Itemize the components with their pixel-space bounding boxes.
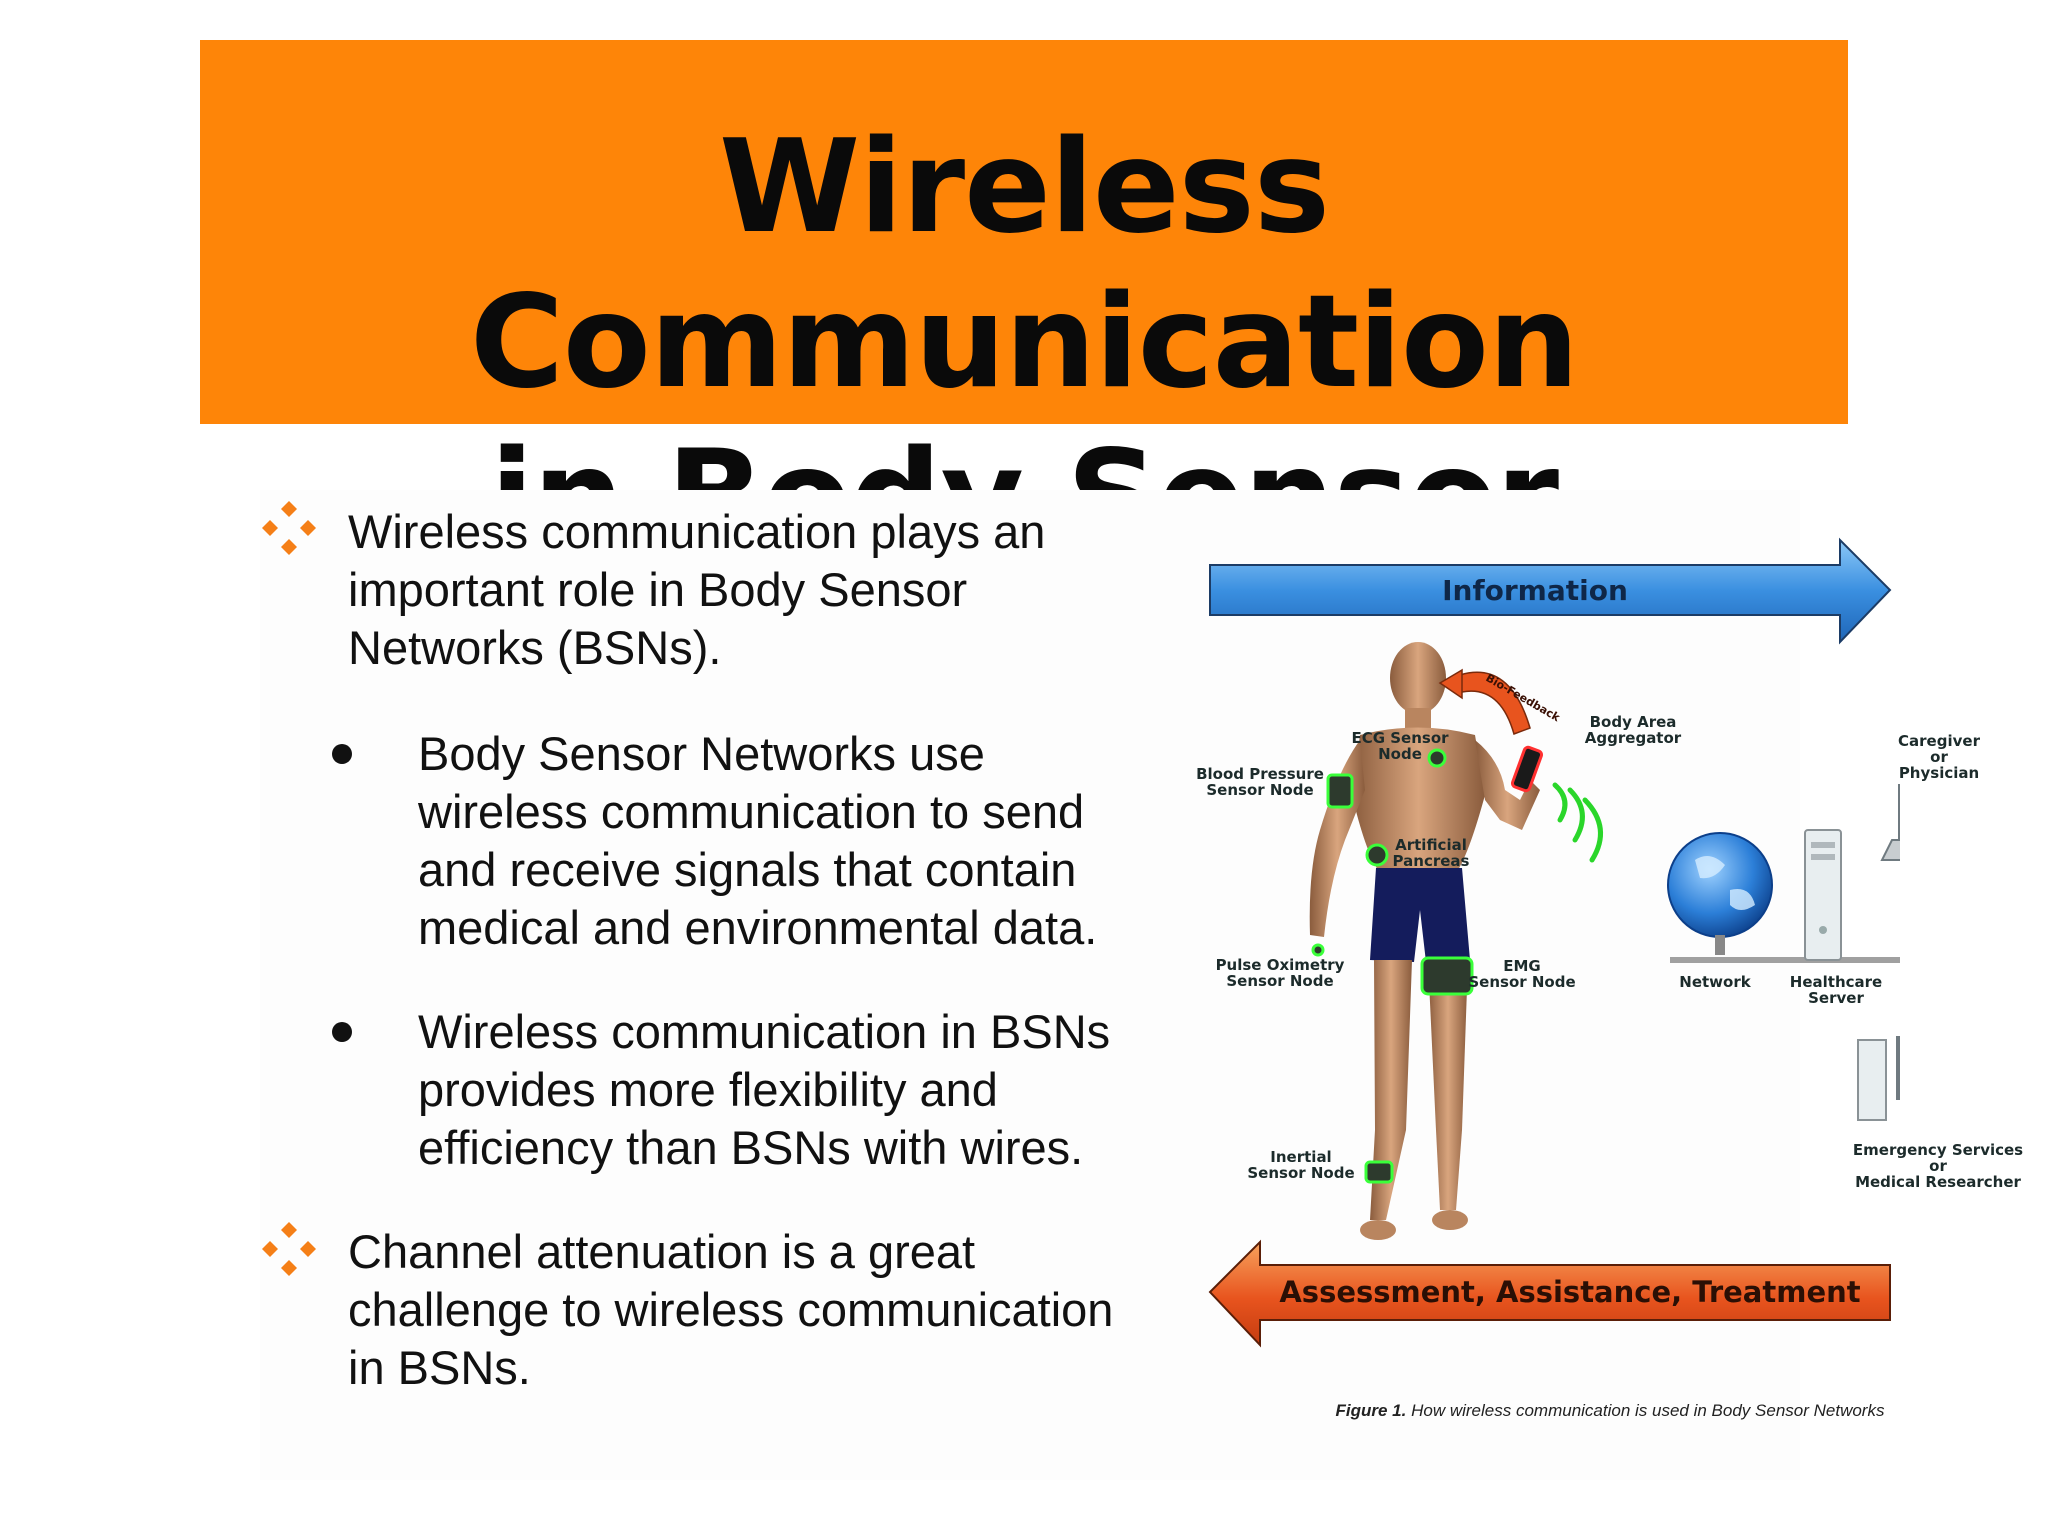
bullet-line: Wireless communication plays an <box>348 505 1046 558</box>
aggregator-device <box>1510 745 1544 793</box>
figure-caption: Figure 1. How wireless communication is … <box>1300 1400 1920 1422</box>
information-arrow <box>1209 537 1892 645</box>
bullet-line: efficiency than BSNs with wires. <box>418 1121 1084 1174</box>
sensor-nodes <box>1311 748 1474 1184</box>
label-emg-sensor: EMG Sensor Node <box>1468 957 1576 991</box>
bullet-line: medical and environmental data. <box>418 901 1098 954</box>
label-artificial-pancreas: Artificial Pancreas <box>1392 836 1470 870</box>
diamond-bullet-icon <box>262 1222 316 1276</box>
network-connections <box>1670 957 1900 963</box>
bio-feedback-arrow: Bio-Feedback <box>1438 668 1563 735</box>
treatment-arrow <box>1208 1239 1891 1348</box>
title-banner: Wireless Communication in Body Sensor Ne… <box>200 40 1848 727</box>
wireless-signal-icon <box>1552 782 1603 863</box>
sub-bullet-flexibility: Wireless communication in BSNs provides … <box>418 1003 1110 1177</box>
bullet-channel-attenuation: Channel attenuation is a great challenge… <box>348 1223 1113 1397</box>
sub-bullet-bsn-use: Body Sensor Networks use wireless commun… <box>418 725 1097 957</box>
server-icon <box>1804 829 1842 961</box>
treatment-label: Assessment, Assistance, Treatment <box>1279 1275 1860 1309</box>
caption-text: How wireless communication is used in Bo… <box>1411 1401 1885 1420</box>
caption-prefix: Figure 1. <box>1335 1401 1407 1420</box>
sub-bullet-dot <box>332 1022 352 1042</box>
bullet-line: provides more flexibility and <box>418 1063 998 1116</box>
desktop-computer-icon <box>1857 1036 1900 1121</box>
label-pulse-oximetry-sensor: Pulse Oximetry Sensor Node <box>1215 956 1345 990</box>
information-label: Information <box>1442 574 1628 607</box>
bullet-wireless-role: Wireless communication plays an importan… <box>348 503 1045 677</box>
sub-bullet-dot <box>332 744 352 764</box>
label-inertial-sensor: Inertial Sensor Node <box>1247 1148 1355 1182</box>
bullet-line: important role in Body Sensor <box>348 563 968 616</box>
label-body-area-aggregator: Body Area Aggregator <box>1584 713 1682 747</box>
bsn-figure: Information Assessment, Assistance, Trea… <box>1208 537 1900 1348</box>
label-caregiver-physician: Caregiver or Physician <box>1898 732 1980 782</box>
bullet-line: wireless communication to send <box>418 785 1085 838</box>
label-healthcare-server: Healthcare Server <box>1789 973 1883 1007</box>
label-network: Network <box>1679 973 1751 991</box>
bullet-line: challenge to wireless communication <box>348 1283 1114 1336</box>
bullet-line: and receive signals that contain <box>418 843 1077 896</box>
bullet-line: Body Sensor Networks use <box>418 727 985 780</box>
title-line-1: Wireless Communication <box>469 113 1579 417</box>
label-emergency-services: Emergency Services or Medical Researcher <box>1852 1141 2024 1191</box>
bullet-line: Channel attenuation is a great <box>348 1225 976 1278</box>
bullet-line: Wireless communication in BSNs <box>418 1005 1111 1058</box>
laptop-icon <box>1880 784 1900 861</box>
bullet-line: Networks (BSNs). <box>348 621 722 674</box>
diamond-bullet-icon <box>262 501 316 555</box>
label-ecg-sensor: ECG Sensor Node <box>1351 729 1449 763</box>
network-globe-icon <box>1667 832 1773 955</box>
bullet-line: in BSNs. <box>348 1341 531 1394</box>
human-body-figure <box>1309 642 1540 1240</box>
label-blood-pressure-sensor: Blood Pressure Sensor Node <box>1196 765 1324 799</box>
